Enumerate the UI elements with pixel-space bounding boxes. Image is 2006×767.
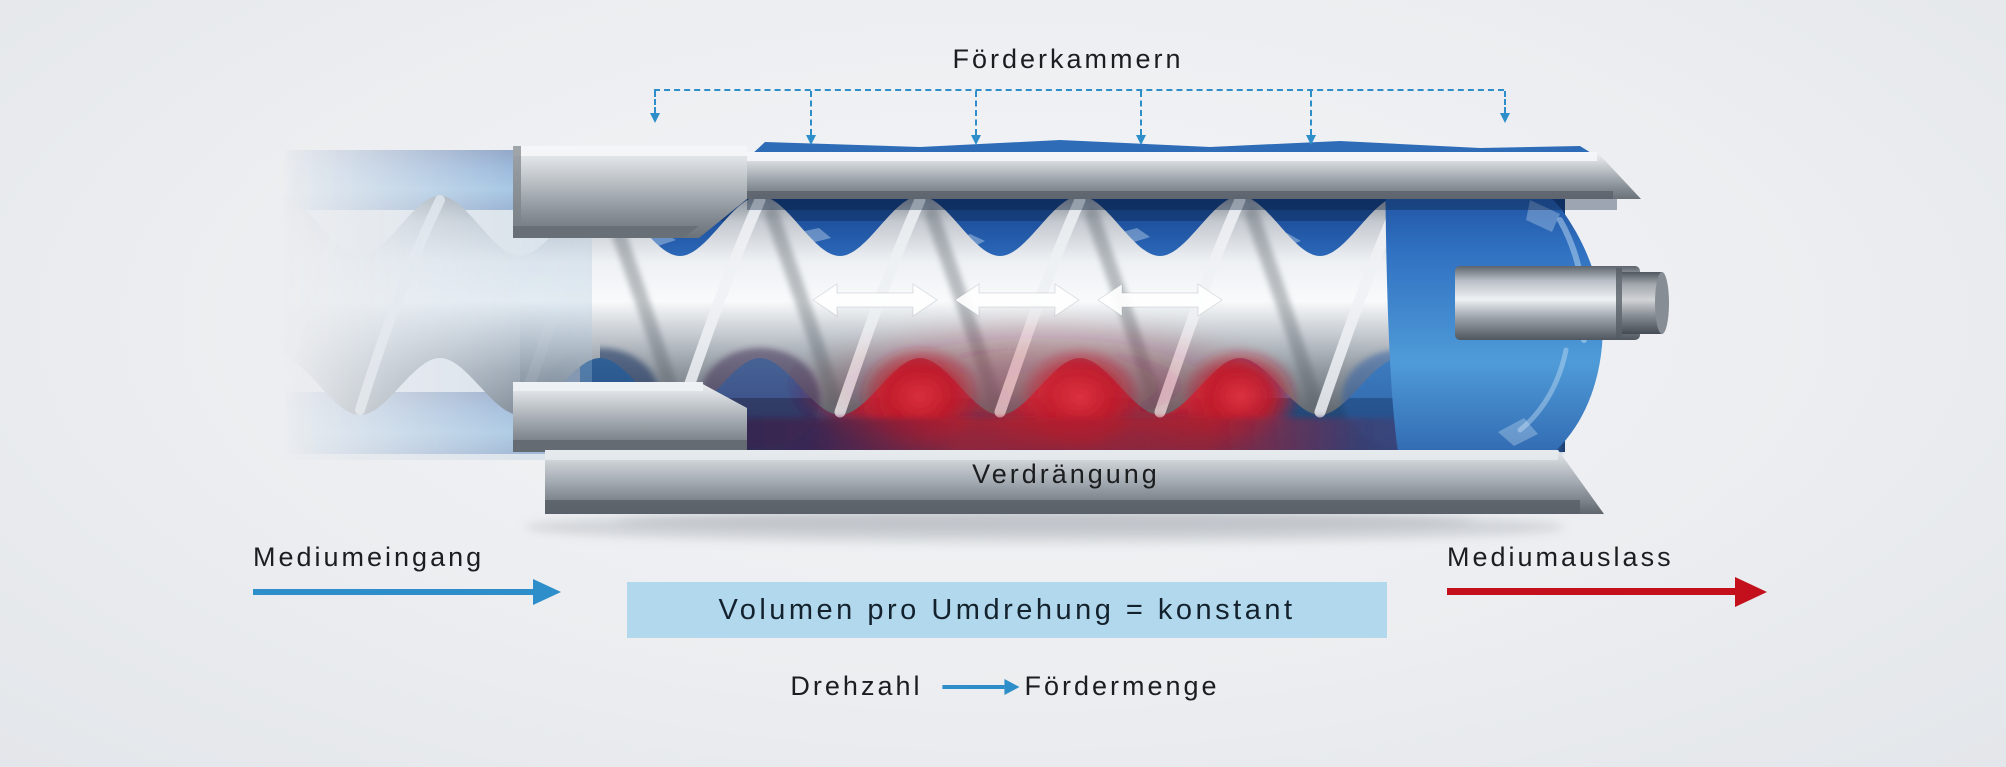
medium-outlet-arrow-icon bbox=[1447, 588, 1735, 595]
speed-flow-row: Drehzahl Fördermenge bbox=[790, 671, 1219, 702]
housing-top bbox=[513, 146, 1641, 238]
chamber-bracket-line bbox=[654, 89, 1504, 91]
speed-label: Drehzahl bbox=[790, 671, 923, 701]
chamber-pointer bbox=[1136, 91, 1146, 145]
flow-rate-label: Fördermenge bbox=[1024, 671, 1220, 701]
chambers-label: Förderkammern bbox=[952, 44, 1184, 74]
chamber-pointer bbox=[650, 91, 660, 123]
chamber-pointer bbox=[1306, 91, 1316, 145]
volume-note-text: Volumen pro Umdrehung = konstant bbox=[718, 593, 1296, 626]
medium-inlet-label: Mediumeingang bbox=[253, 542, 485, 572]
output-shaft bbox=[1455, 266, 1669, 340]
displacement-label: Verdrängung bbox=[972, 459, 1160, 489]
medium-outlet-label: Mediumauslass bbox=[1447, 542, 1674, 572]
chamber-pointer bbox=[1500, 91, 1510, 123]
medium-inlet-arrow-icon bbox=[253, 589, 533, 595]
axial-motion-arrows bbox=[812, 283, 1223, 317]
displacement-zone bbox=[540, 315, 1560, 455]
ground-shadow bbox=[525, 511, 1565, 543]
chamber-pointer bbox=[971, 91, 981, 145]
speed-flow-arrow-icon bbox=[942, 684, 1005, 689]
volume-note-box: Volumen pro Umdrehung = konstant bbox=[627, 582, 1387, 638]
chamber-pointer bbox=[806, 91, 816, 145]
housing-bottom bbox=[513, 382, 1604, 514]
